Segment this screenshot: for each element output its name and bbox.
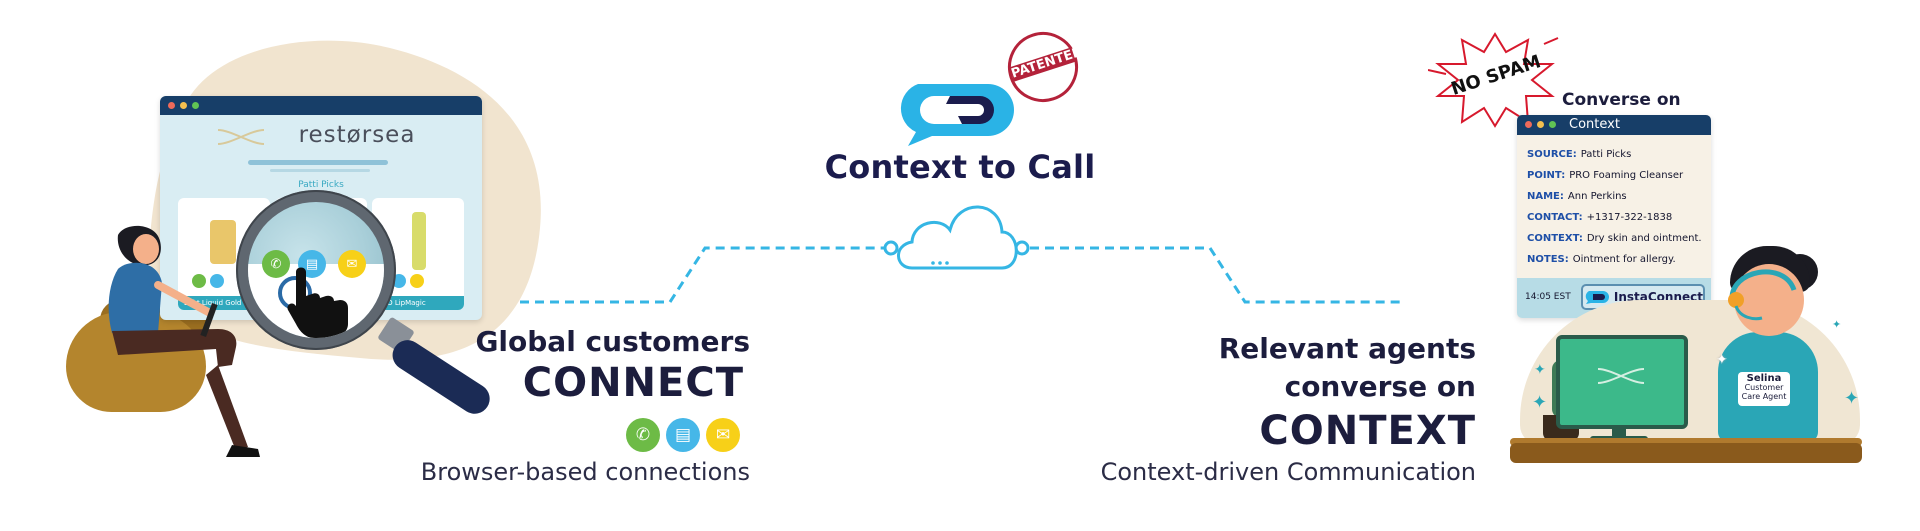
context-row-point: POINT:PRO Foaming Cleanser (1527, 170, 1684, 181)
close-dot-icon[interactable] (168, 102, 175, 109)
context-row-notes: NOTES:Ointment for allergy. (1527, 254, 1676, 265)
maximize-dot-icon[interactable] (192, 102, 199, 109)
maximize-dot-icon[interactable] (1549, 121, 1556, 128)
context-titlebar: Context (1517, 115, 1711, 135)
phone-icon[interactable]: ✆ (626, 418, 660, 452)
product-bottle-icon (210, 220, 236, 264)
sparkle-icon: ✦ (1844, 388, 1860, 409)
context-panel: Context SOURCE:Patti Picks POINT:PRO Foa… (1517, 115, 1711, 318)
dna-logo-icon (217, 129, 265, 145)
desk-top (1510, 438, 1862, 446)
dna-logo-icon (1597, 368, 1645, 384)
product-label: PRO LipMagic (372, 296, 464, 310)
phone-icon[interactable] (192, 274, 206, 288)
agent-monitor (1556, 335, 1688, 429)
no-spam-stamp (1428, 32, 1559, 128)
context-row-source: SOURCE:Patti Picks (1527, 149, 1632, 160)
magnifier-lens: ✆ ▤ ✉ (248, 202, 384, 338)
right-subheading: Context-driven Communication (1100, 458, 1476, 486)
timestamp: 14:05 EST (1525, 292, 1571, 302)
left-subheading: Browser-based connections (420, 458, 750, 486)
browser-brand: restørsea (298, 122, 416, 148)
context-row-name: NAME:Ann Perkins (1527, 191, 1627, 202)
context-row-context: CONTEXT:Dry skin and ointment. (1527, 233, 1702, 244)
converse-on-label: Converse on (1562, 90, 1681, 110)
minimize-dot-icon[interactable] (1537, 121, 1544, 128)
instaconnect-logo-icon (1585, 291, 1609, 304)
agent-badge: Selina Customer Care Agent (1738, 372, 1790, 406)
right-heading-line1: Relevant agents converse on (1218, 332, 1476, 403)
product-bottle-icon (412, 212, 426, 270)
page-title: Context to Call (824, 148, 1096, 186)
sparkle-icon: ✦ (1534, 362, 1546, 378)
close-dot-icon[interactable] (1525, 121, 1532, 128)
mail-icon[interactable]: ✉ (706, 418, 740, 452)
left-heading-line1: Global customers (475, 325, 750, 358)
section-label: Patti Picks (298, 180, 344, 190)
minimize-dot-icon[interactable] (180, 102, 187, 109)
sparkle-icon: ✦ (1716, 352, 1728, 368)
context-panel-title: Context (1569, 117, 1620, 132)
chat-icon[interactable]: ▤ (666, 418, 700, 452)
nav-bar-secondary (270, 169, 370, 172)
headset-icon (1728, 269, 1797, 321)
browser-titlebar (160, 96, 482, 115)
context-row-contact: CONTACT:+1317-322-1838 (1527, 212, 1673, 223)
chat-icon[interactable] (210, 274, 224, 288)
nav-bar (248, 160, 388, 165)
desk (1510, 443, 1862, 463)
cloud-icon (897, 205, 1018, 270)
phone-icon[interactable]: ✆ (262, 250, 290, 278)
customer-illustration (108, 225, 260, 457)
pointer-hand-icon (287, 267, 348, 338)
context-to-call-logo-icon (900, 84, 1014, 146)
mail-icon[interactable] (410, 274, 424, 288)
mail-icon[interactable]: ✉ (338, 250, 366, 278)
sparkle-icon: ✦ (1532, 392, 1548, 413)
right-heading-line2: CONTEXT (1259, 408, 1476, 454)
sparkle-icon: ✦ (1832, 318, 1842, 331)
left-heading-line2: CONNECT (522, 360, 744, 406)
